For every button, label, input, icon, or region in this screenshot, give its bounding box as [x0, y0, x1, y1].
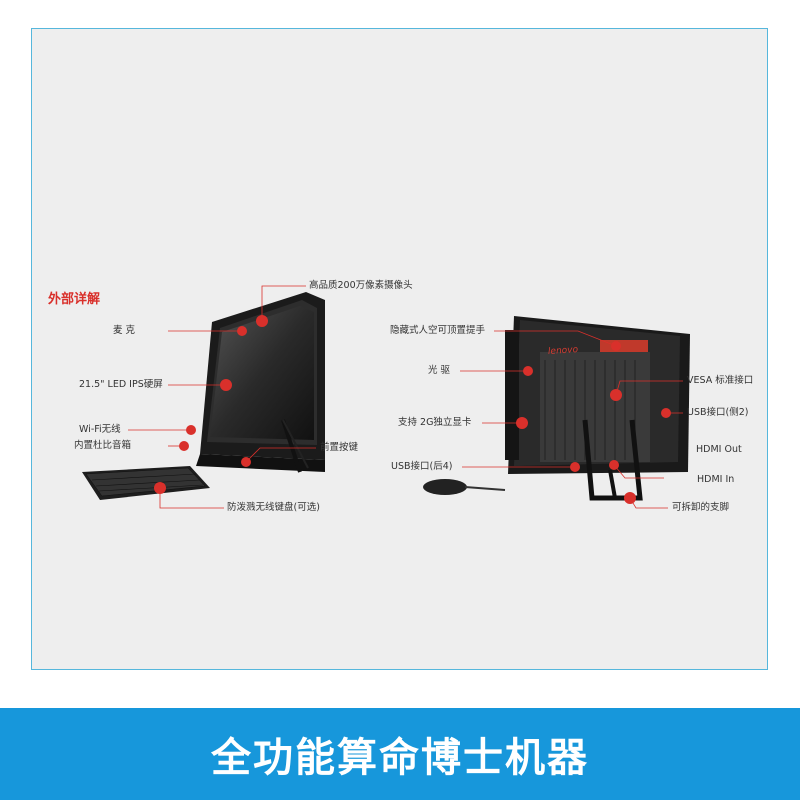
label-front-buttons: 前置按键 — [320, 442, 359, 453]
label-camera: 高品质200万像素摄像头 — [309, 280, 413, 291]
label-usb-rear: USB接口(后4) — [391, 461, 453, 472]
label-vesa: VESA 标准接口 — [687, 375, 754, 386]
label-hdmi-in: HDMI In — [697, 474, 735, 485]
label-screen: 21.5" LED IPS硬屏 — [79, 379, 163, 390]
label-keyboard: 防泼溅无线键盘(可选) — [227, 502, 320, 513]
label-handle: 隐藏式人空可顶置提手 — [390, 325, 486, 336]
product-image-frame — [31, 28, 768, 670]
section-title: 外部详解 — [48, 292, 101, 307]
label-graphics: 支持 2G独立显卡 — [398, 417, 472, 428]
label-wifi: Wi-Fi无线 — [79, 424, 121, 435]
brand-logo: lenovo — [547, 344, 579, 358]
banner-title: 全功能算命博士机器 — [211, 735, 589, 781]
label-mic: 麦 克 — [113, 325, 136, 336]
label-optical-drive: 光 驱 — [428, 365, 451, 376]
label-stand: 可拆卸的支脚 — [672, 502, 730, 513]
label-speaker: 内置杜比音箱 — [74, 440, 132, 451]
label-usb-side: USB接口(侧2) — [687, 407, 749, 418]
label-hdmi-out: HDMI Out — [696, 444, 742, 455]
title-banner: 全功能算命博士机器 — [0, 708, 800, 800]
